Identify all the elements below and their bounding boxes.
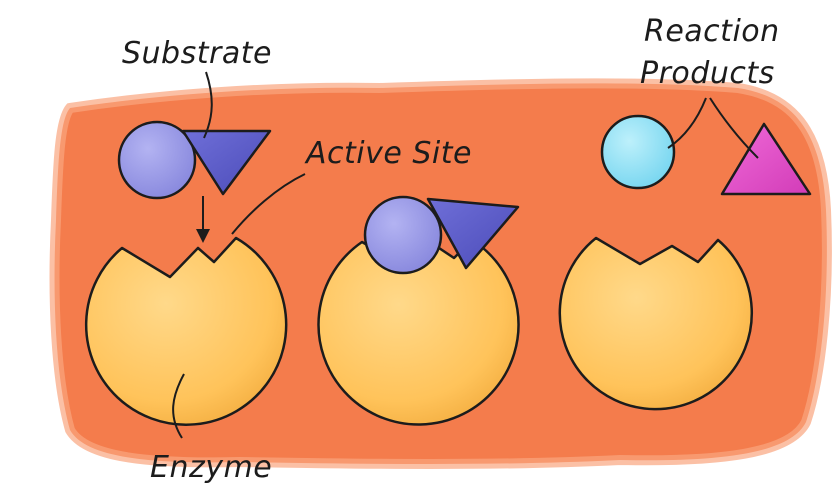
background-blob-edge xyxy=(49,78,832,469)
product-circle xyxy=(600,114,676,190)
enzyme-label: Enzyme xyxy=(150,450,273,485)
substrate-circle xyxy=(117,120,197,200)
substrate-leader-line xyxy=(203,71,213,139)
substrate-label: Substrate xyxy=(122,36,272,71)
products-leader-line-circle xyxy=(667,97,707,149)
active-site-leader-line xyxy=(231,173,306,235)
enzyme-shape xyxy=(84,236,288,426)
products-label: Products xyxy=(640,56,775,91)
reaction-label: Reaction xyxy=(644,14,780,49)
products-leader-line-triangle xyxy=(709,97,759,159)
active-site-label: Active Site xyxy=(306,136,472,171)
product-triangle xyxy=(720,122,812,196)
bound-substrate-triangle xyxy=(426,197,520,270)
substrate-triangle xyxy=(181,129,272,196)
enzyme-bound-shape xyxy=(317,238,520,426)
enzyme-released-shape xyxy=(558,236,754,411)
bound-substrate-circle xyxy=(363,195,443,275)
enzyme-leader-line xyxy=(172,373,185,439)
